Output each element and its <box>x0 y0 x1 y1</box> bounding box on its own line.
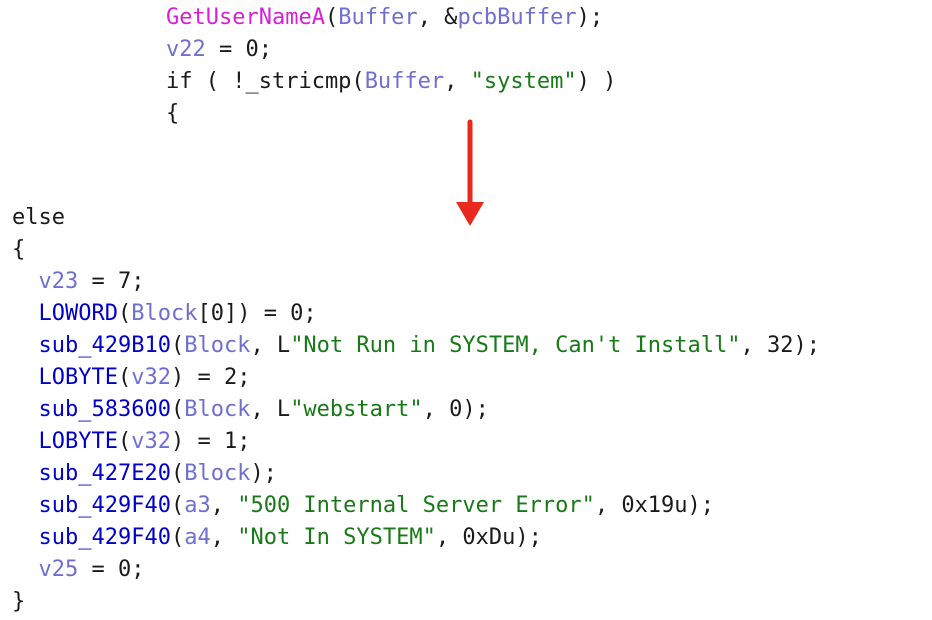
variable-v25: v25 <box>38 557 79 582</box>
code-token: ( <box>170 333 185 358</box>
code-line: LOBYTE(v32) = 1; <box>12 426 251 458</box>
variable-buffer: Buffer <box>364 69 445 94</box>
code-token <box>12 525 39 550</box>
code-line: GetUserNameA(Buffer, &pcbBuffer); <box>166 2 603 34</box>
code-line: } <box>12 586 25 618</box>
code-token: = 0; <box>78 557 145 582</box>
variable-v23: v23 <box>38 269 79 294</box>
code-token: { <box>166 101 180 126</box>
code-line: v25 = 0; <box>12 554 145 586</box>
code-line: sub_429F40(a3, "500 Internal Server Erro… <box>12 490 715 522</box>
code-token: ( <box>324 5 339 30</box>
down-arrow-icon <box>456 119 484 226</box>
string-literal-system: "system" <box>470 69 577 94</box>
variable-buffer: Buffer <box>338 5 418 30</box>
variable-v32: v32 <box>131 429 171 454</box>
variable-block: Block <box>184 461 251 486</box>
function-call-sub-429b10: sub_429B10 <box>38 333 171 358</box>
variable-a3: a3 <box>184 493 211 518</box>
code-token: ( <box>170 461 185 486</box>
code-token: , <box>210 525 238 550</box>
code-line: LOBYTE(v32) = 2; <box>12 362 251 394</box>
code-token: , L <box>250 397 291 422</box>
code-line: v23 = 7; <box>12 266 145 298</box>
code-token: , 0x19u); <box>594 493 715 518</box>
function-call-sub-583600: sub_583600 <box>38 397 171 422</box>
function-call-sub-427e20: sub_427E20 <box>38 461 171 486</box>
code-token: , L <box>250 333 291 358</box>
code-token <box>12 269 39 294</box>
code-token: if ( !_stricmp( <box>166 69 365 94</box>
code-token: ( <box>170 493 185 518</box>
string-literal-webstart: "webstart" <box>290 397 423 422</box>
code-line: v22 = 0; <box>166 34 272 66</box>
code-token: ( <box>170 397 185 422</box>
code-token: ) = 1; <box>170 429 251 454</box>
code-token: , & <box>417 5 458 30</box>
variable-a4: a4 <box>184 525 211 550</box>
code-token: , 0); <box>422 397 489 422</box>
code-token: } <box>12 589 26 614</box>
code-token <box>12 461 39 486</box>
string-literal-not-run-in-system: "Not Run in SYSTEM, Can't Install" <box>290 333 741 358</box>
variable-pcbbuffer: pcbBuffer <box>457 5 577 30</box>
code-token: ); <box>576 5 604 30</box>
string-literal-not-in-system: "Not In SYSTEM" <box>237 525 436 550</box>
code-token: , <box>444 69 471 94</box>
code-line: { <box>166 98 179 130</box>
code-line: LOWORD(Block[0]) = 0; <box>12 298 317 330</box>
code-line: sub_429F40(a4, "Not In SYSTEM", 0xDu); <box>12 522 542 554</box>
macro-lobyte: LOBYTE <box>38 365 118 390</box>
code-line: sub_429B10(Block, L"Not Run in SYSTEM, C… <box>12 330 821 362</box>
function-call-sub-429f40: sub_429F40 <box>38 493 171 518</box>
code-token: ( <box>117 301 132 326</box>
code-token: else <box>12 205 65 230</box>
code-token <box>12 557 39 582</box>
code-token <box>12 301 39 326</box>
code-token <box>12 365 39 390</box>
function-call-getusernamea: GetUserNameA <box>166 5 325 30</box>
code-token: ) = 2; <box>170 365 251 390</box>
code-token: ) ) <box>576 69 617 94</box>
variable-block: Block <box>184 333 251 358</box>
code-line: if ( !_stricmp(Buffer, "system") ) <box>166 66 616 98</box>
variable-block: Block <box>184 397 251 422</box>
code-token: ( <box>117 429 132 454</box>
code-token <box>12 429 39 454</box>
code-line: sub_583600(Block, L"webstart", 0); <box>12 394 489 426</box>
code-line: sub_427E20(Block); <box>12 458 277 490</box>
function-call-sub-429f40: sub_429F40 <box>38 525 171 550</box>
code-token: ); <box>250 461 277 486</box>
variable-v32: v32 <box>131 365 171 390</box>
code-token: ( <box>117 365 132 390</box>
code-line: { <box>12 234 25 266</box>
macro-lobyte: LOBYTE <box>38 429 118 454</box>
code-token: = 0; <box>205 37 272 62</box>
variable-block: Block <box>131 301 198 326</box>
macro-loword: LOWORD <box>38 301 118 326</box>
code-token <box>12 333 39 358</box>
code-token <box>12 493 39 518</box>
code-token: , 0xDu); <box>435 525 542 550</box>
code-token <box>12 397 39 422</box>
string-literal-500-internal-server-error: "500 Internal Server Error" <box>237 493 595 518</box>
code-token: = 7; <box>78 269 145 294</box>
variable-v22: v22 <box>166 37 206 62</box>
code-token: { <box>12 237 26 262</box>
code-token: , 32); <box>740 333 821 358</box>
code-token: ( <box>170 525 185 550</box>
code-token: , <box>210 493 238 518</box>
code-line: else <box>12 202 65 234</box>
code-token: [0]) = 0; <box>197 301 317 326</box>
